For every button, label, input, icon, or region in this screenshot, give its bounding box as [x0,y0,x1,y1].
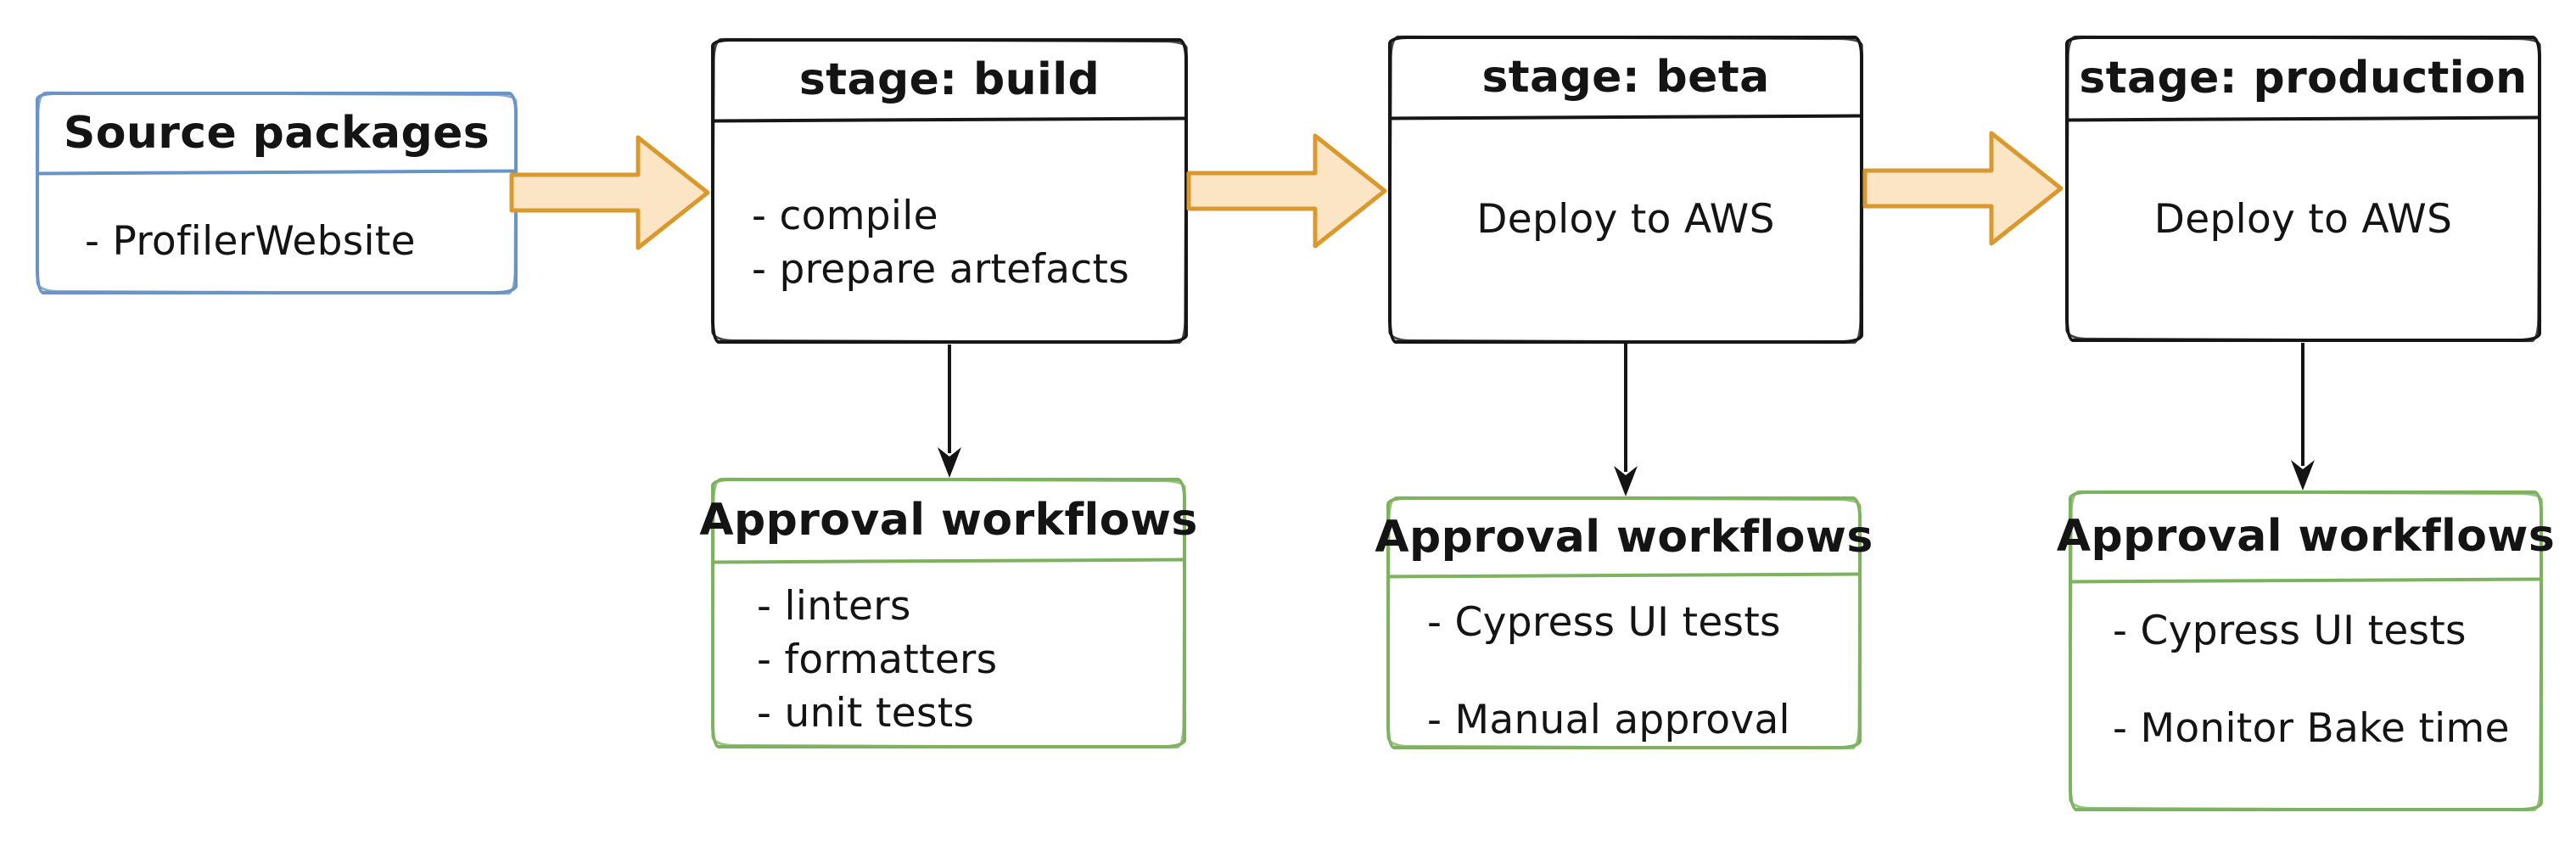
stage-production-box: stage: production Deploy to AWS [2065,36,2541,342]
stage-build-item: - compile [752,193,938,239]
arrow-beta-to-approval [1614,343,1638,496]
stage-build-title: stage: build [798,54,1100,105]
approval-workflows-title: Approval workflows [2056,511,2556,562]
approval-item: - Cypress UI tests [2113,608,2467,654]
arrow-source-to-build [509,135,710,250]
stage-build-item: - prepare artefacts [752,246,1129,293]
approval-workflows-title: Approval workflows [699,495,1198,546]
stage-beta-item: Deploy to AWS [1476,196,1775,243]
source-package-item: - ProfilerWebsite [85,218,416,265]
approval-workflows-title: Approval workflows [1375,511,1873,563]
approval-item: - formatters [757,636,998,683]
approval-item: - Cypress UI tests [1427,599,1781,646]
stage-build-box: stage: build - compile - prepare artefac… [711,38,1188,344]
stage-beta-title: stage: beta [1481,52,1770,103]
stage-production-item: Deploy to AWS [2153,196,2453,243]
approval-item: - Manual approval [1427,697,1790,743]
approval-workflows-beta-box: Approval workflows - Cypress UI tests - … [1375,496,1873,749]
approval-item: - linters [757,583,911,630]
arrow-production-to-approval [2291,343,2315,490]
source-packages-box: Source packages - ProfilerWebsite [36,92,518,294]
approval-item: - Monitor Bake time [2113,705,2510,752]
stage-production-title: stage: production [2079,53,2528,104]
approval-workflows-build-box: Approval workflows - linters - formatter… [699,478,1198,748]
source-packages-title: Source packages [63,107,490,159]
approval-workflows-production-box: Approval workflows - Cypress UI tests - … [2056,490,2556,811]
arrow-build-to-approval [938,345,961,478]
arrow-beta-to-production [1862,131,2064,246]
approval-item: - unit tests [757,690,975,737]
stage-beta-box: stage: beta Deploy to AWS [1388,36,1863,344]
arrow-build-to-beta [1186,133,1387,249]
